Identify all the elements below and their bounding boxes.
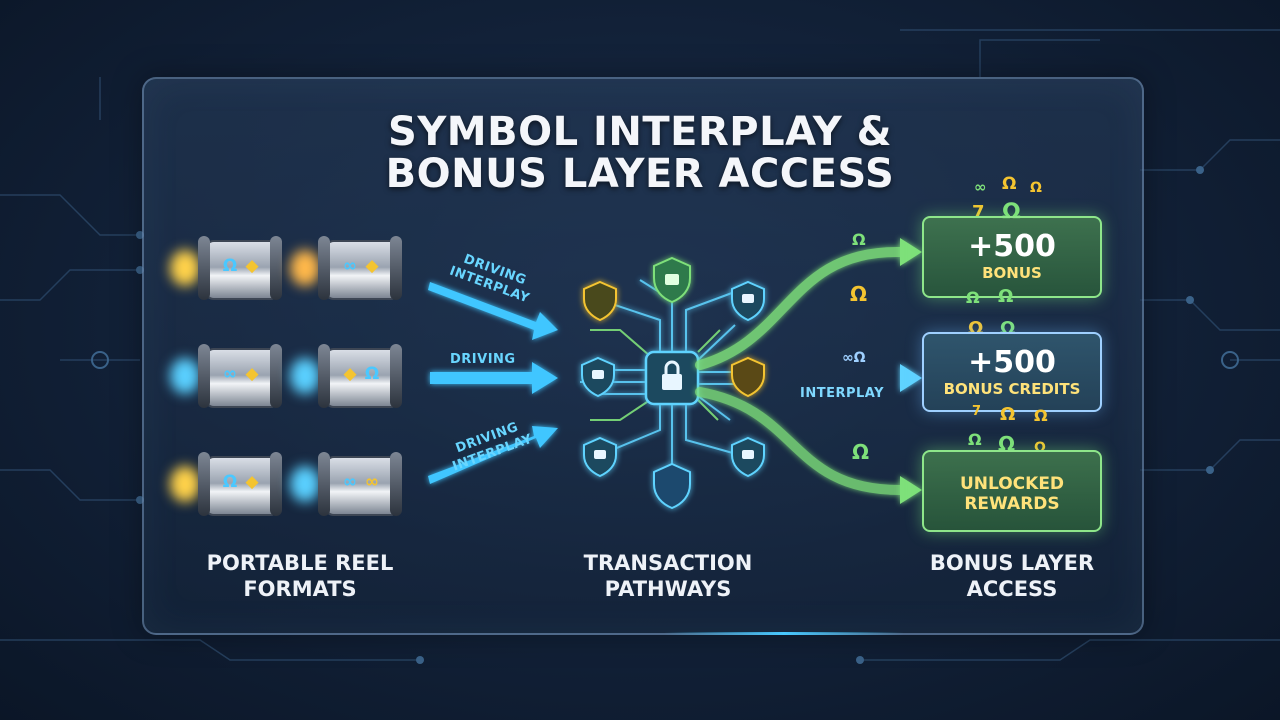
omega-icon: Ω <box>1002 174 1017 194</box>
reels-column-label: PORTABLE REEL FORMATS <box>206 551 394 601</box>
infinity-icon: ∞ <box>364 472 380 492</box>
omega-icon: Ω <box>1034 440 1046 456</box>
bonus-caption: BONUS CREDITS <box>943 380 1081 398</box>
reel: ∞ ◆ <box>290 236 406 300</box>
title-line-2: BONUS LAYER ACCESS <box>385 151 895 197</box>
omega-icon: Ω <box>1030 180 1042 196</box>
diamond-icon: ◆ <box>343 364 357 384</box>
reel: ◆ Ω <box>290 344 406 408</box>
diamond-icon: ◆ <box>245 256 259 276</box>
output-path-top <box>695 246 905 370</box>
rewards-label: REWARDS <box>964 494 1060 514</box>
shield-icon <box>653 462 691 510</box>
infinity-icon: ∞ <box>974 178 987 196</box>
omega-icon: Ω <box>852 230 866 249</box>
bonus-box-middle: +500 BONUS CREDITS <box>922 332 1102 412</box>
bonus-amount: +500 <box>968 345 1056 380</box>
reel: ∞ ◆ <box>170 344 286 408</box>
reel: Ω ◆ <box>170 236 286 300</box>
arrow-bottom <box>428 426 558 484</box>
bonus-amount: +500 <box>968 229 1056 264</box>
transactions-column-label: TRANSACTION PATHWAYS <box>583 551 753 601</box>
reel: ∞ ∞ <box>290 452 406 516</box>
lock-icon <box>662 374 682 390</box>
bonus-caption: BONUS <box>982 264 1042 282</box>
shield-icon <box>583 280 617 322</box>
diamond-icon: ◆ <box>245 364 259 384</box>
bonus-box-top: +500 BONUS <box>922 216 1102 298</box>
omega-icon: Ω <box>222 256 238 276</box>
arrow-top <box>428 282 558 340</box>
shield-icon <box>653 256 691 304</box>
title-line-1: SYMBOL INTERPLAY & <box>388 109 892 155</box>
omega-icon: Ω <box>1034 406 1048 425</box>
omega-icon: Ω <box>1000 404 1016 425</box>
omega-icon: Ω <box>222 472 238 492</box>
infinity-icon: ∞ <box>342 472 358 492</box>
arrow-middle-label: DRIVING <box>450 352 516 367</box>
panel-glow <box>664 632 904 635</box>
output-middle-label: INTERPLAY <box>800 386 885 401</box>
shield-icon <box>581 356 615 398</box>
omega-icon: Ω <box>364 364 380 384</box>
omega-icon: Ω <box>852 440 870 464</box>
bonus-column-label: BONUS LAYER ACCESS <box>929 551 1095 601</box>
infinity-icon: ∞ <box>342 256 358 276</box>
arrow-middle <box>430 362 558 394</box>
unlocked-label: UNLOCKED <box>959 474 1065 494</box>
diamond-icon: ◆ <box>365 256 379 276</box>
shield-icon <box>731 280 765 322</box>
omega-icon: Ω <box>998 286 1014 307</box>
diamond-icon: ◆ <box>245 472 259 492</box>
shield-icon <box>583 436 617 478</box>
infinity-icon: ∞ <box>222 364 238 384</box>
output-path-bottom <box>695 387 905 495</box>
omega-icon: Ω <box>968 430 982 449</box>
shield-icon <box>731 436 765 478</box>
reel: Ω ◆ <box>170 452 286 516</box>
combo-icon: ∞Ω <box>842 350 866 366</box>
bonus-box-bottom: UNLOCKED REWARDS <box>922 450 1102 532</box>
seven-icon: 7 <box>972 404 982 419</box>
omega-icon: Ω <box>966 288 980 307</box>
omega-icon: Ω <box>850 282 868 306</box>
